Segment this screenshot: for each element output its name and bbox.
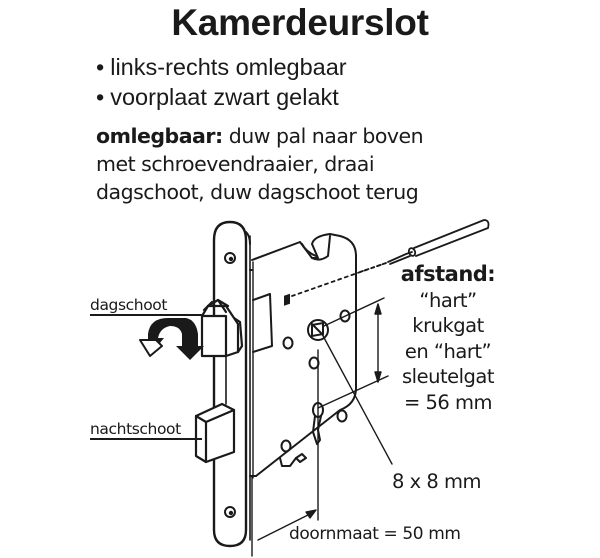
backset-label: doornmaat = 50 mm <box>289 524 461 544</box>
distance-line: sleutelgat <box>402 365 494 388</box>
deadbolt <box>194 402 236 464</box>
feature-list: links-rechts omlegbaar voorplaat zwart g… <box>96 52 347 112</box>
instructions-line-3: dagschoot, duw dagschoot terug <box>96 180 419 204</box>
distance-line: “hart” <box>419 288 477 312</box>
distance-line: en “hart” <box>404 339 492 363</box>
backset-dimension <box>251 349 319 557</box>
instructions-line-1: duw pal naar boven <box>228 124 424 148</box>
instructions-label: omlegbaar: <box>96 124 223 148</box>
instructions-line-2: met schroevendraaier, draai <box>96 152 375 176</box>
distance-heading: afstand: <box>400 262 496 286</box>
rotate-arrow-icon <box>139 318 204 360</box>
faceplate <box>212 220 251 548</box>
distance-value: = 56 mm <box>403 390 493 414</box>
feature-item: links-rechts omlegbaar <box>96 52 346 82</box>
distance-line: krukgat <box>412 314 484 337</box>
page-title: Kamerdeurslot <box>171 2 429 43</box>
pawl-indicator-line <box>291 262 387 297</box>
screw-hole-bottom-icon <box>224 506 236 518</box>
feature-item: voorplaat zwart gelakt <box>96 82 347 112</box>
distance-note: afstand: “hart” krukgat en “hart” sleute… <box>378 262 518 415</box>
spindle-size-label: 8 x 8 mm <box>392 470 481 493</box>
screw-hole-top-icon <box>224 252 236 264</box>
spindle-hole-icon <box>307 319 329 341</box>
lock-case <box>249 233 357 479</box>
instructions: omlegbaar: duw pal naar boven met schroe… <box>96 122 516 206</box>
latch-label: dagschoot <box>90 296 202 316</box>
deadbolt-label: nachtschoot <box>90 420 202 440</box>
